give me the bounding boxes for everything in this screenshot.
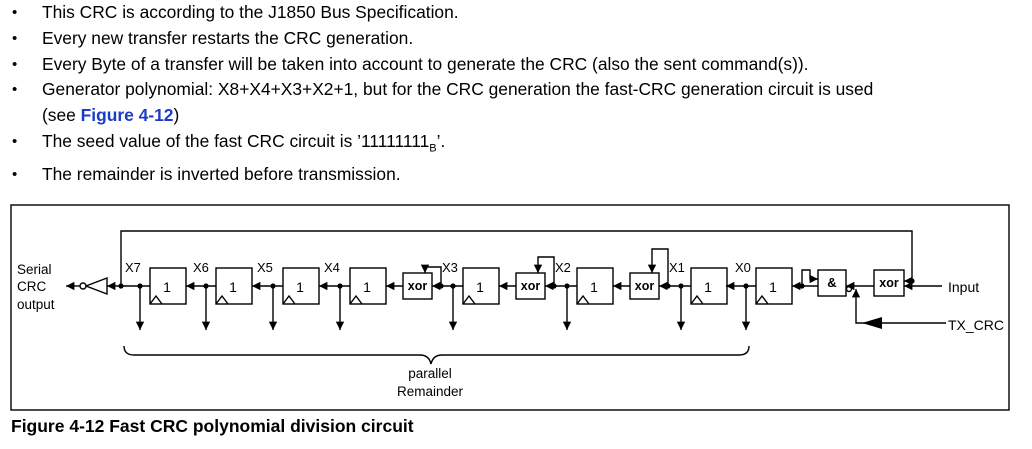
junction-dot bbox=[450, 283, 456, 289]
stage-label: X0 bbox=[735, 260, 751, 275]
figure-link[interactable]: Figure 4-12 bbox=[80, 105, 174, 126]
register-box bbox=[149, 267, 187, 305]
serial-label-line2: CRC bbox=[17, 279, 46, 294]
feedback-wire bbox=[120, 230, 913, 286]
bullet-item: The seed value of the fast CRC circuit i… bbox=[0, 129, 1032, 162]
remainder-brace bbox=[123, 345, 750, 365]
inverter-bubble bbox=[79, 282, 87, 290]
xor-label: xor bbox=[879, 276, 899, 290]
clock-edge-icon bbox=[215, 294, 229, 305]
bullet-list: This CRC is according to the J1850 Bus S… bbox=[0, 0, 1032, 188]
junction-dot bbox=[564, 283, 570, 289]
junction-dot bbox=[203, 283, 209, 289]
tx-arrowhead-icon bbox=[862, 317, 882, 329]
register-box bbox=[349, 267, 387, 305]
clock-edge-icon bbox=[349, 294, 363, 305]
stage-label: X5 bbox=[257, 260, 273, 275]
junction-dot bbox=[270, 283, 276, 289]
junction-dot bbox=[137, 283, 143, 289]
register-value: 1 bbox=[296, 279, 304, 295]
input-label: Input bbox=[948, 279, 979, 295]
clock-edge-icon bbox=[690, 294, 704, 305]
bullet-item: The remainder is inverted before transmi… bbox=[0, 162, 1032, 188]
junction-dot bbox=[337, 283, 343, 289]
figure-caption: Figure 4-12 Fast CRC polynomial division… bbox=[11, 416, 414, 436]
tap-wire-x3 bbox=[420, 264, 442, 286]
junction-dot bbox=[665, 283, 671, 289]
register-box bbox=[755, 267, 793, 305]
remainder-label-line1: parallel bbox=[408, 366, 452, 381]
register-value: 1 bbox=[229, 279, 237, 295]
output-buffer-icon bbox=[84, 276, 108, 296]
register-box bbox=[690, 267, 728, 305]
clock-edge-icon bbox=[576, 294, 590, 305]
xor-gate bbox=[515, 272, 546, 300]
xor-label: xor bbox=[521, 279, 541, 293]
clock-edge-icon bbox=[462, 294, 476, 305]
register-value: 1 bbox=[769, 279, 777, 295]
circuit-elements: 1 1 1 1 1 1 1 1 xor xor xor xor & X7 X6 X5 X4 X3 X2 X1 X0 bbox=[66, 230, 946, 365]
stage-label: X2 bbox=[555, 260, 571, 275]
tap-wire-x2 bbox=[533, 256, 555, 286]
clock-edge-icon bbox=[149, 294, 163, 305]
figure-frame bbox=[10, 204, 1010, 411]
and-label: & bbox=[827, 275, 836, 290]
clock-edge-icon bbox=[282, 294, 296, 305]
junction-dot bbox=[118, 283, 124, 289]
inverter-bubble bbox=[845, 285, 853, 293]
bullet-item: Every new transfer restarts the CRC gene… bbox=[0, 26, 1032, 52]
stage-label: X3 bbox=[442, 260, 458, 275]
junction-dot bbox=[678, 283, 684, 289]
and-gate bbox=[817, 269, 847, 297]
tx-crc-label: TX_CRC bbox=[948, 317, 1004, 333]
bullet-item: Every Byte of a transfer will be taken i… bbox=[0, 52, 1032, 78]
register-value: 1 bbox=[704, 279, 712, 295]
register-value: 1 bbox=[363, 279, 371, 295]
register-value: 1 bbox=[590, 279, 598, 295]
remainder-label-line2: Remainder bbox=[397, 384, 464, 399]
xor-label: xor bbox=[408, 279, 428, 293]
stage-label: X1 bbox=[669, 260, 685, 275]
bullet-item: Generator polynomial: X8+X4+X3+X2+1, but… bbox=[0, 77, 1032, 129]
stage-label: X4 bbox=[324, 260, 340, 275]
tap-wire-x1 bbox=[647, 248, 669, 286]
clock-edge-icon bbox=[755, 294, 769, 305]
junction-dot bbox=[909, 278, 915, 284]
tx-crc-wire bbox=[851, 289, 946, 324]
xor-label: xor bbox=[635, 279, 655, 293]
and-input-wire bbox=[801, 269, 818, 286]
serial-label-line1: Serial bbox=[17, 262, 52, 277]
register-value: 1 bbox=[476, 279, 484, 295]
xor-gate bbox=[402, 272, 433, 300]
serial-label-line3: output bbox=[17, 297, 55, 312]
xor-gate bbox=[873, 269, 905, 297]
register-box bbox=[576, 267, 614, 305]
junction-dot bbox=[799, 283, 805, 289]
stage-label: X7 bbox=[125, 260, 141, 275]
register-value: 1 bbox=[163, 279, 171, 295]
junction-dot bbox=[438, 283, 444, 289]
stage-label: X6 bbox=[193, 260, 209, 275]
junction-dot bbox=[551, 283, 557, 289]
junction-dot bbox=[743, 283, 749, 289]
bullet-item: This CRC is according to the J1850 Bus S… bbox=[0, 0, 1032, 26]
